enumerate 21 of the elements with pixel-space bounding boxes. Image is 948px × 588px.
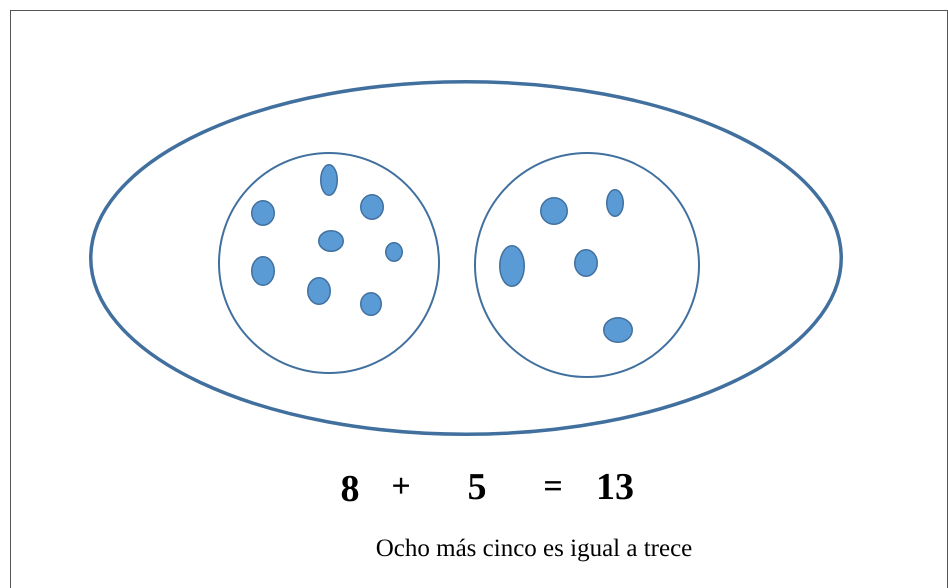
dot [318, 230, 344, 252]
equation-term: 8 [340, 470, 360, 508]
dot [574, 249, 598, 277]
equation-term: 5 [468, 468, 486, 506]
set-ellipse [89, 80, 843, 436]
equation-term: + [391, 470, 411, 504]
set-circle [474, 150, 700, 380]
dot [360, 194, 384, 220]
dot [360, 292, 382, 316]
equation-term: 13 [596, 468, 634, 506]
dot [251, 256, 275, 286]
dot [307, 277, 331, 305]
sentence: Ocho más cinco es igual a trece [376, 536, 692, 561]
dot [606, 189, 624, 217]
dot [499, 245, 525, 287]
dot [385, 242, 403, 262]
dot [540, 197, 568, 225]
equation-term: = [543, 470, 563, 504]
dot [603, 317, 633, 343]
dot [320, 164, 338, 196]
dot [251, 200, 275, 226]
